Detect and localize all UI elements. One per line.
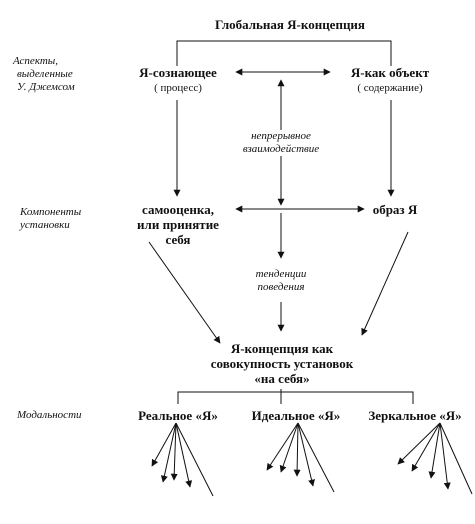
self-esteem-line-2: или принятие <box>137 217 219 232</box>
image-to-concept-arrow <box>361 231 409 336</box>
real-self-fan <box>151 422 214 497</box>
self-knowing-label: Я-сознающее <box>139 65 217 80</box>
components-label-line-2: установки <box>20 219 70 231</box>
self-knowing-node: Я-сознающее <box>118 65 238 80</box>
self-knowing-sub: ( процесс) <box>154 82 202 94</box>
components-label-line-1: Компоненты <box>20 206 82 218</box>
self-esteem-line-1: самооценка, <box>142 202 214 217</box>
self-concept-node: Я-концепция как совокупность установок «… <box>196 341 368 386</box>
self-concept-line-2: совокупность установок <box>210 356 354 371</box>
modality-real-self: Реальное «Я» <box>138 408 218 423</box>
self-esteem-node: самооценка, или принятие себя <box>118 202 238 247</box>
tendencies-label-line-1: тенденции <box>255 268 307 280</box>
self-concept-line-1: Я-концепция как <box>230 341 334 356</box>
self-object-label: Я-как объект <box>350 65 430 80</box>
aspects-label-line-2: выделенные <box>17 68 73 80</box>
self-object-sub: ( содержание) <box>357 82 423 94</box>
esteem-to-concept-arrow <box>148 241 221 344</box>
aspects-label-line-1: Аспекты, <box>13 55 58 67</box>
interaction-label: непрерывное взаимодействие <box>226 130 336 156</box>
aspects-label: Аспекты, выделенные У. Джемсом <box>13 55 75 94</box>
global-bracket-line <box>176 40 392 66</box>
self-concept-line-3: «на себя» <box>254 371 310 386</box>
modality-mirror-self: Зеркальное «Я» <box>368 408 462 423</box>
aspects-label-line-3: У. Джемсом <box>17 81 75 93</box>
components-label: Компоненты установки <box>20 206 81 232</box>
interaction-label-line-1: непрерывное <box>251 130 311 142</box>
modality-ideal-self: Идеальное «Я» <box>251 408 341 423</box>
tendencies-label: тенденции поведения <box>236 268 326 294</box>
ideal-self-fan <box>266 422 335 493</box>
global-self-concept-title: Глобальная Я-концепция <box>215 17 365 32</box>
self-image-node: образ Я <box>372 202 418 217</box>
modalities-label: Модальности <box>17 409 82 421</box>
self-object-node: Я-как объект <box>330 65 450 80</box>
interaction-label-line-2: взаимодействие <box>242 143 320 155</box>
mirror-self-fan <box>397 422 473 495</box>
self-esteem-line-3: себя <box>165 232 191 247</box>
modality-bracket-line <box>177 391 414 404</box>
tendencies-label-line-2: поведения <box>257 281 305 293</box>
